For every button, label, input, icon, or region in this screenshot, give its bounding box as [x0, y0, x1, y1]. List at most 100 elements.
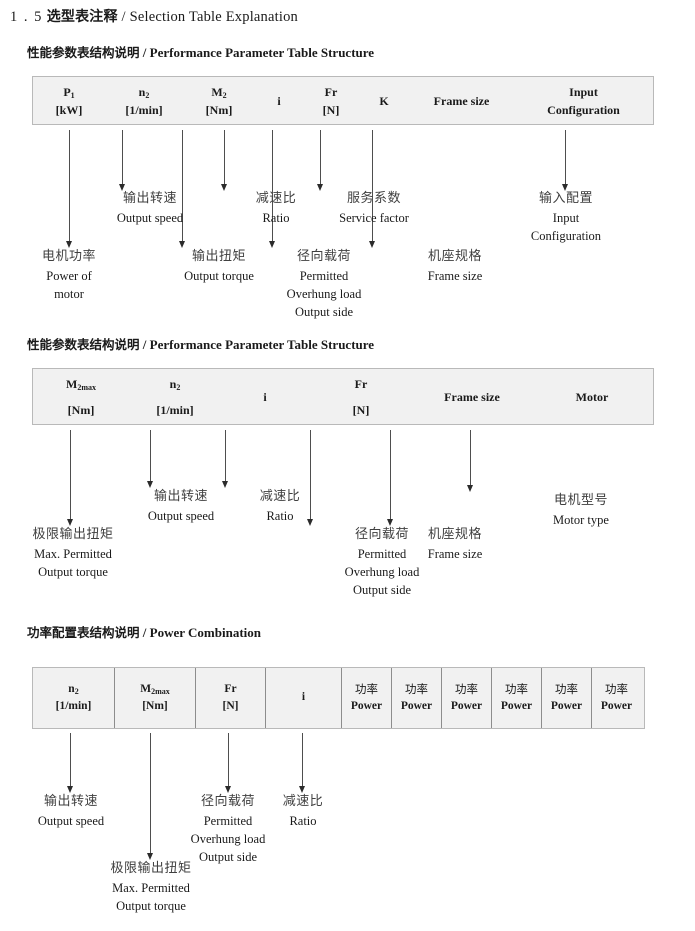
table3-col-power-6-en: Power — [600, 700, 633, 712]
note-motor-type-cn: 电机型号 — [553, 493, 608, 508]
table3-col-power-1-cn: 功率 — [355, 681, 378, 696]
note-input-configuration-en-2: Configuration — [530, 228, 602, 243]
note-ratio-3: 减速比 Ratio — [283, 793, 324, 830]
note-ratio-3-en-1: Ratio — [289, 813, 317, 828]
performance-parameter-table-2: M2max[Nm] n2[1/min] i Fr [N] Frame size M… — [32, 368, 654, 425]
table1-col-i: i — [255, 77, 303, 124]
note-overhung-load-3-en-3: Output side — [199, 850, 257, 865]
table1-col-m2-unit: [Nm] — [205, 102, 233, 117]
note-service-factor-en-1: Service factor — [339, 210, 409, 225]
arrow-to-overhung-load-2 — [306, 430, 315, 526]
table1-col-i-sym: i — [277, 93, 281, 108]
note-power-of-motor-cn: 电机功率 — [41, 249, 97, 264]
table1-col-fr-unit: [N] — [322, 102, 340, 117]
table1-col-fr: Fr [N] — [303, 77, 359, 124]
note-output-torque: 输出扭矩 Output torque — [184, 248, 254, 285]
table3-col-fr-unit: [N] — [222, 700, 239, 712]
section-1-heading: 性能参数表结构说明 / Performance Parameter Table … — [27, 42, 374, 61]
table2-col-i-sym: i — [263, 389, 267, 404]
note-overhung-load-2: 径向载荷 Permitted Overhung load Output side — [345, 526, 420, 599]
note-overhung-load-3: 径向载荷 Permitted Overhung load Output side — [191, 793, 266, 866]
arrow-to-ratio-2 — [221, 430, 230, 488]
note-frame-size-2-cn: 机座规格 — [427, 527, 482, 542]
table3-col-m2max-unit: [Nm] — [142, 700, 168, 712]
table2-col-m2max-unit: [Nm] — [67, 402, 95, 417]
arrow-to-output-speed-3 — [66, 733, 75, 793]
table2-col-fr-unit: [N] — [352, 402, 370, 417]
note-max-output-torque-cn: 极限输出扭矩 — [32, 527, 114, 542]
note-overhung-load-2-en-1: Permitted — [357, 546, 407, 561]
table3-col-power-1-en: Power — [350, 700, 383, 712]
table3-col-power-3-en: Power — [450, 700, 483, 712]
table3-col-power-1: 功率 Power — [341, 668, 391, 728]
table3-col-i: i — [265, 668, 341, 728]
arrow-to-overhung-load-3 — [224, 733, 233, 793]
arrow-to-motor-type — [466, 430, 475, 492]
note-max-output-torque-3-cn: 极限输出扭矩 — [110, 861, 192, 876]
note-output-speed-2: 输出转速 Output speed — [148, 488, 214, 525]
note-overhung-load-2-en-2: Overhung load — [344, 564, 420, 579]
arrow-to-frame-size-2 — [386, 430, 395, 526]
table2-col-frame-size-sym: Frame size — [444, 389, 500, 404]
table1-col-n2-unit: [1/min] — [125, 102, 163, 117]
table3-col-power-5-en: Power — [550, 700, 583, 712]
note-overhung-load-en-2: Overhung load — [286, 286, 362, 301]
note-overhung-load-3-en-2: Overhung load — [190, 831, 266, 846]
table2-col-motor: Motor — [531, 369, 653, 424]
table2-col-fr: Fr [N] — [309, 369, 413, 424]
note-frame-size-2: 机座规格 Frame size — [428, 526, 483, 563]
note-service-factor-cn: 服务系数 — [346, 191, 402, 206]
note-overhung-load: 径向载荷 Permitted Overhung load Output side — [287, 248, 362, 321]
note-overhung-load-cn: 径向载荷 — [296, 249, 352, 264]
table3-col-power-2-en: Power — [400, 700, 433, 712]
table1-col-fr-sym: Fr — [324, 84, 338, 99]
table1-col-m2: M2[Nm] — [205, 84, 233, 117]
arrow-to-ratio-3 — [298, 733, 307, 793]
title-separator: / — [121, 9, 126, 25]
table1-col-p1-unit: [kW] — [55, 102, 83, 117]
table1-col-n2: n2[1/min] — [125, 84, 163, 117]
table3-col-power-4-cn: 功率 — [505, 681, 528, 696]
note-motor-type-en-1: Motor type — [553, 512, 609, 527]
section-1-heading-cn: 性能参数表结构说明 — [27, 45, 140, 60]
note-frame-size-cn: 机座规格 — [427, 249, 482, 264]
note-output-speed-3-cn: 输出转速 — [43, 794, 98, 809]
note-ratio-2-cn: 减速比 — [259, 489, 301, 504]
note-ratio-cn: 减速比 — [255, 191, 297, 206]
table1-col-k: K — [359, 77, 409, 124]
table3-col-power-6: 功率 Power — [591, 668, 641, 728]
section-title-en: Selection Table Explanation — [129, 9, 298, 25]
table3-col-n2: n2[1/min] — [33, 668, 114, 728]
note-input-configuration: 输入配置 Input Configuration — [531, 190, 601, 245]
table3-col-n2-unit: [1/min] — [55, 700, 92, 712]
note-frame-size-2-en-1: Frame size — [427, 546, 483, 561]
table2-col-fr-sym: Fr — [354, 376, 368, 391]
section-title-cn: 选型表注释 — [46, 9, 118, 25]
section-number: 1 . 5 — [10, 9, 43, 25]
table3-col-i-sym: i — [301, 691, 306, 704]
note-service-factor: 服务系数 Service factor — [339, 190, 409, 227]
table2-col-n2: n2[1/min] — [156, 376, 194, 417]
note-overhung-load-2-en-3: Output side — [353, 583, 411, 598]
arrow-to-output-speed — [118, 130, 127, 191]
note-output-speed-2-en-1: Output speed — [147, 508, 215, 523]
note-ratio: 减速比 Ratio — [256, 190, 297, 227]
arrow-to-frame-size — [368, 130, 377, 248]
note-output-speed-3-en-1: Output speed — [37, 813, 105, 828]
table2-col-m2max: M2max[Nm] — [66, 376, 96, 417]
section-1-heading-en: Performance Parameter Table Structure — [149, 45, 375, 60]
arrow-to-ratio — [220, 130, 229, 191]
note-max-output-torque-3-en-1: Max. Permitted — [112, 880, 190, 895]
note-output-speed-cn: 输出转速 — [122, 191, 177, 206]
section-1-heading-sep: / — [142, 45, 147, 60]
table3-col-power-6-cn: 功率 — [605, 681, 628, 696]
table3-col-power-3-cn: 功率 — [455, 681, 478, 696]
table1-col-frame-size: Frame size — [409, 77, 514, 124]
section-3-heading-sep: / — [142, 625, 147, 640]
table1-col-frame-size-sym: Frame size — [433, 93, 490, 108]
section-3-heading: 功率配置表结构说明 / Power Combination — [27, 622, 261, 641]
table2-col-motor-sym: Motor — [575, 389, 609, 404]
